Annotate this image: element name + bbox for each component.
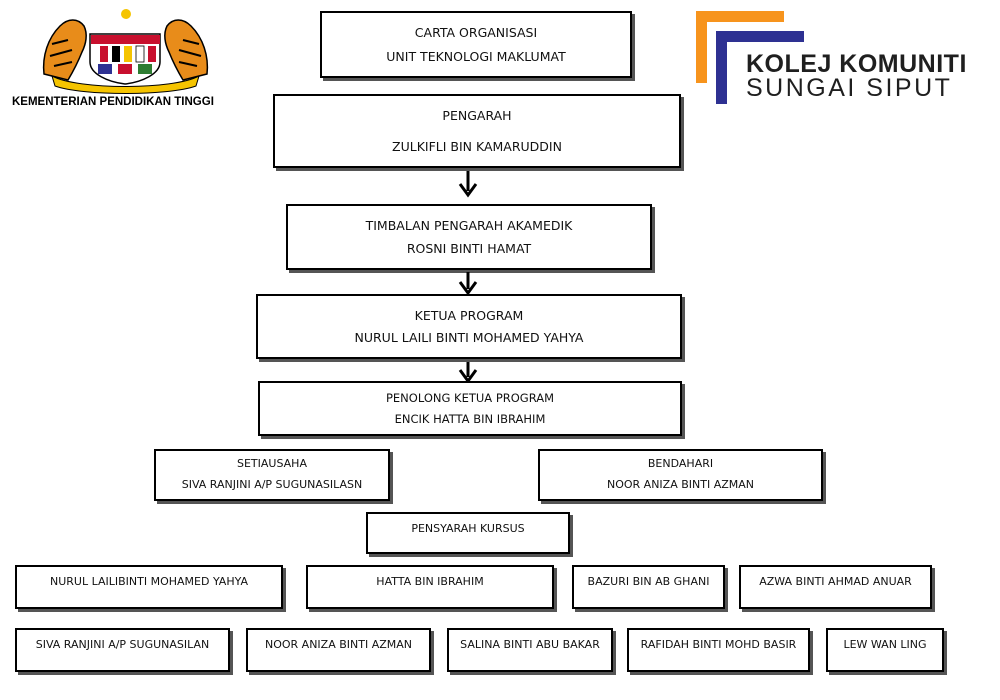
lecturer-box: LEW WAN LING: [826, 628, 944, 672]
secretary-role: SETIAUSAHA: [237, 457, 307, 470]
deputy-director-name: ROSNI BINTI HAMAT: [406, 241, 532, 256]
program-head-role: KETUA PROGRAM: [414, 308, 524, 323]
secretary-box: SETIAUSAHA SIVA RANJINI A/P SUGUNASILASN: [154, 449, 390, 501]
deputy-director-role: TIMBALAN PENGARAH AKAMEDIK: [365, 218, 573, 233]
program-head-name: NURUL LAILI BINTI MOHAMED YAHYA: [354, 330, 584, 345]
lecturer-box: RAFIDAH BINTI MOHD BASIR: [627, 628, 810, 672]
college-logo: KOLEJ KOMUNITI SUNGAI SIPUT: [696, 11, 986, 111]
director-role: PENGARAH: [442, 108, 512, 123]
assistant-program-head-name: ENCIK HATTA BIN IBRAHIM: [394, 412, 546, 426]
director-name: ZULKIFLI BIN KAMARUDDIN: [392, 139, 562, 154]
lecturer-box: SALINA BINTI ABU BAKAR: [447, 628, 613, 672]
lecturer-name: RAFIDAH BINTI MOHD BASIR: [640, 638, 797, 651]
chart-title-line1: CARTA ORGANISASI: [414, 25, 538, 40]
lecturer-name: BAZURI BIN AB GHANI: [587, 575, 710, 588]
ministry-name: KEMENTERIAN PENDIDIKAN TINGGI: [12, 96, 214, 108]
lecturer-name: HATTA BIN IBRAHIM: [376, 575, 484, 588]
course-lecturers-box: PENSYARAH KURSUS: [366, 512, 570, 554]
lecturer-name: SIVA RANJINI A/P SUGUNASILAN: [35, 638, 210, 651]
lecturer-name: NURUL LAILIBINTI MOHAMED YAHYA: [49, 575, 248, 588]
assistant-program-head-box: PENOLONG KETUA PROGRAM ENCIK HATTA BIN I…: [258, 381, 682, 436]
lecturer-box: SIVA RANJINI A/P SUGUNASILAN: [15, 628, 230, 672]
treasurer-role: BENDAHARI: [647, 457, 714, 470]
lecturer-name: NOOR ANIZA BINTI AZMAN: [264, 638, 413, 651]
down-arrow-icon: [458, 272, 478, 296]
lecturer-box: NURUL LAILIBINTI MOHAMED YAHYA: [15, 565, 283, 609]
deputy-director-box: TIMBALAN PENGARAH AKAMEDIK ROSNI BINTI H…: [286, 204, 652, 270]
course-lecturers-label: PENSYARAH KURSUS: [411, 522, 525, 535]
lecturer-box: HATTA BIN IBRAHIM: [306, 565, 554, 609]
director-box: PENGARAH ZULKIFLI BIN KAMARUDDIN: [273, 94, 681, 168]
college-name-line2: SUNGAI SIPUT: [746, 74, 953, 102]
secretary-name: SIVA RANJINI A/P SUGUNASILASN: [181, 478, 363, 491]
lecturer-name: SALINA BINTI ABU BAKAR: [460, 638, 600, 651]
program-head-box: KETUA PROGRAM NURUL LAILI BINTI MOHAMED …: [256, 294, 682, 359]
lecturer-box: NOOR ANIZA BINTI AZMAN: [246, 628, 431, 672]
college-name-line1: KOLEJ KOMUNITI: [746, 50, 967, 78]
college-name: KOLEJ KOMUNITI SUNGAI SIPUT: [746, 50, 967, 102]
treasurer-name: NOOR ANIZA BINTI AZMAN: [606, 478, 755, 491]
chart-title-line2: UNIT TEKNOLOGI MAKLUMAT: [386, 49, 566, 64]
lecturer-name: AZWA BINTI AHMAD ANUAR: [759, 575, 912, 588]
chart-title-box: CARTA ORGANISASI UNIT TEKNOLOGI MAKLUMAT: [320, 11, 632, 78]
college-logo-mark: [696, 11, 804, 104]
coat-of-arms-emblem: [42, 9, 209, 94]
lecturer-box: AZWA BINTI AHMAD ANUAR: [739, 565, 932, 609]
lecturer-box: BAZURI BIN AB GHANI: [572, 565, 725, 609]
down-arrow-icon: [458, 171, 478, 198]
treasurer-box: BENDAHARI NOOR ANIZA BINTI AZMAN: [538, 449, 823, 501]
lecturer-name: LEW WAN LING: [843, 638, 927, 651]
assistant-program-head-role: PENOLONG KETUA PROGRAM: [385, 391, 555, 405]
